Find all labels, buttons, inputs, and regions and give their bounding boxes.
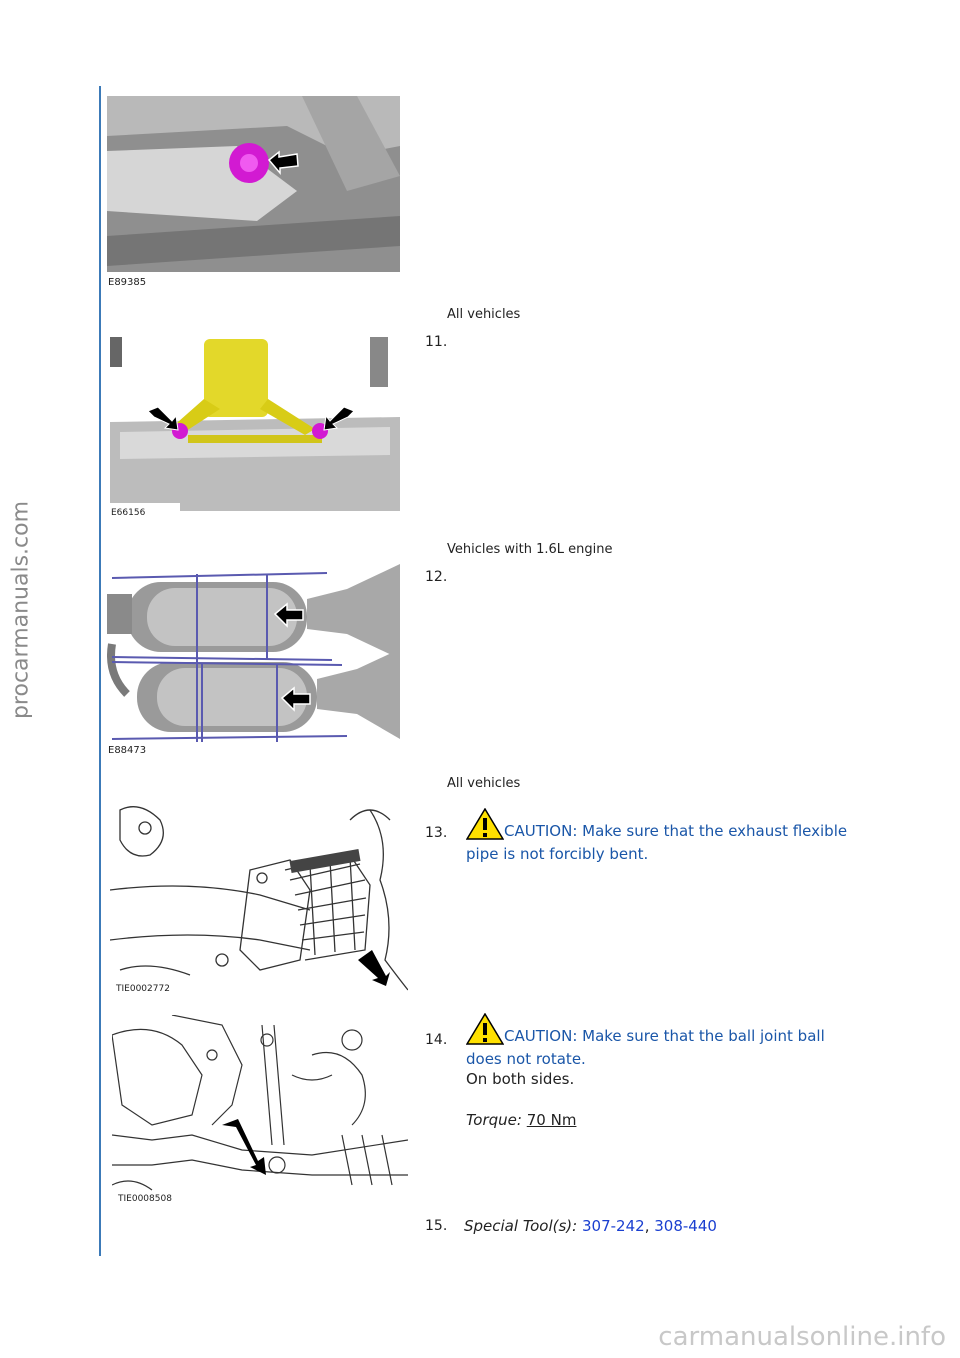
tool-link[interactable]: 308-440 xyxy=(654,1217,717,1235)
warning-triangle-icon xyxy=(466,1013,504,1045)
caption-applicability: All vehicles xyxy=(447,307,521,322)
warning-triangle-icon xyxy=(466,808,504,840)
step-note: On both sides. xyxy=(466,1070,575,1088)
torque-spec: Torque: 70 Nm xyxy=(466,1111,576,1130)
figure-code: TIE0002772 xyxy=(115,984,170,994)
special-tools: Special Tool(s): 307-242, 308-440 xyxy=(464,1217,717,1236)
figure-e89385: E89385 xyxy=(107,96,400,286)
figure-tie0002772: TIE0002772 xyxy=(110,800,408,995)
caution-text: CAUTION: Make sure that the ball joint b… xyxy=(466,1013,872,1045)
step-number: 14. xyxy=(425,1032,448,1048)
watermark-bottom: carmanualsonline.info xyxy=(658,1322,946,1352)
left-rule xyxy=(99,86,101,1256)
caution-text-cont: pipe is not forcibly bent. xyxy=(466,845,649,863)
figure-e88473: E88473 xyxy=(107,564,400,754)
special-tools-label: Special Tool(s): xyxy=(464,1217,578,1235)
step-number: 11. xyxy=(425,334,448,350)
caution-text-cont: does not rotate. xyxy=(466,1050,586,1068)
torque-label: Torque: xyxy=(466,1111,522,1129)
figure-code: E88473 xyxy=(108,745,146,754)
tool-separator: , xyxy=(644,1217,650,1235)
watermark-side: procarmanuals.com xyxy=(8,500,34,720)
step-number: 13. xyxy=(425,825,448,841)
caption-applicability: Vehicles with 1.6L engine xyxy=(447,542,613,557)
tool-link[interactable]: 307-242 xyxy=(582,1217,645,1235)
caption-applicability: All vehicles xyxy=(447,776,521,791)
step-number: 15. xyxy=(425,1218,448,1234)
arrow-icon xyxy=(267,150,299,176)
step-number: 12. xyxy=(425,569,448,585)
torque-value[interactable]: 70 Nm xyxy=(526,1111,577,1129)
figure-code: TIE0008508 xyxy=(117,1194,172,1204)
figure-e66156: E66156 xyxy=(110,337,400,517)
figure-code: E89385 xyxy=(108,277,146,286)
figure-tie0008508: TIE0008508 xyxy=(112,1015,408,1205)
caution-text: CAUTION: Make sure that the exhaust flex… xyxy=(466,808,872,840)
figure-code: E66156 xyxy=(111,508,146,517)
